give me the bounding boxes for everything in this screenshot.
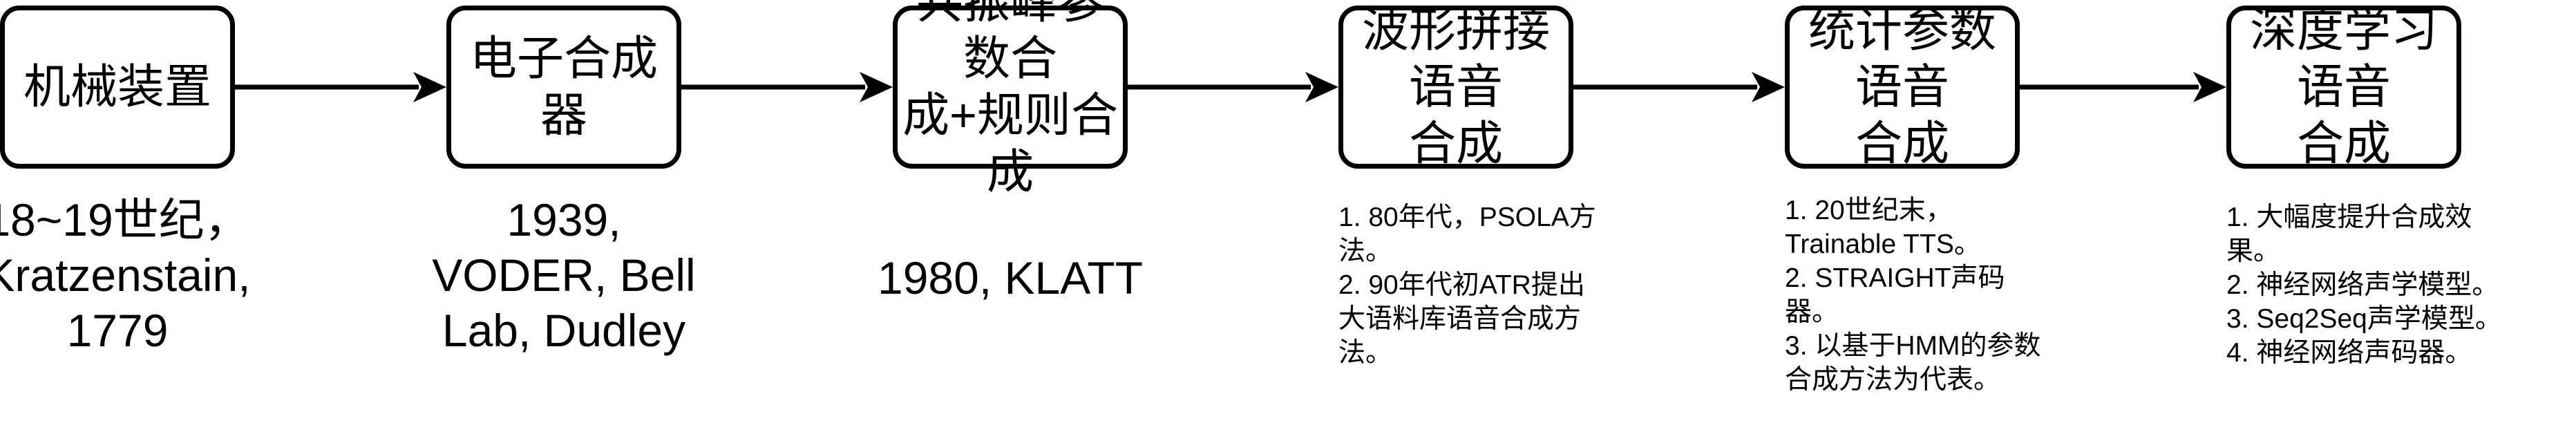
stage-note-mechanical: 18~19世纪， Kratzenstain, 1779 [0, 194, 251, 356]
stage-note-formant: 1980, KLATT [878, 252, 1143, 303]
arrow-4 [1573, 72, 1785, 102]
stage-note-concatenative: 1. 80年代，PSOLA方 法。 2. 90年代初ATR提出 大语料库语音合成… [1338, 203, 1596, 368]
stage-title: 波形拼接语音 合成 [1361, 4, 1550, 170]
arrow-2 [681, 72, 893, 102]
stage-box-deep-learning: 深度学习语音 合成 [2226, 4, 2461, 170]
stage-note-electronic: 1939, VODER, Bell Lab, Dudley [432, 194, 696, 356]
stage-title: 机械装置 [23, 61, 211, 113]
stage-note-deep-learning: 1. 大幅度提升合成效 果。 2. 神经网络声学模型。 3. Seq2Seq声学… [2226, 203, 2502, 368]
stage-note-statistical: 1. 20世纪末， Trainable TTS。 2. STRAIGHT声码 器… [1785, 196, 2041, 395]
stage-box-formant: 共振峰参数合 成+规则合成 [893, 0, 1128, 198]
stage-box-statistical: 统计参数语音 合成 [1785, 4, 2020, 170]
arrow-3 [1128, 72, 1338, 102]
stage-title: 电子合成器 [469, 32, 658, 142]
stage-title: 统计参数语音 合成 [1808, 4, 1996, 170]
stage-title: 共振峰参数合 成+规则合成 [902, 0, 1118, 198]
stage-box-electronic: 电子合成器 [446, 6, 681, 169]
arrow-5 [2020, 72, 2226, 102]
stage-title: 深度学习语音 合成 [2249, 4, 2438, 170]
stage-box-mechanical: 机械装置 [0, 6, 235, 169]
arrow-1 [235, 72, 446, 102]
stage-box-concatenative: 波形拼接语音 合成 [1338, 4, 1573, 170]
